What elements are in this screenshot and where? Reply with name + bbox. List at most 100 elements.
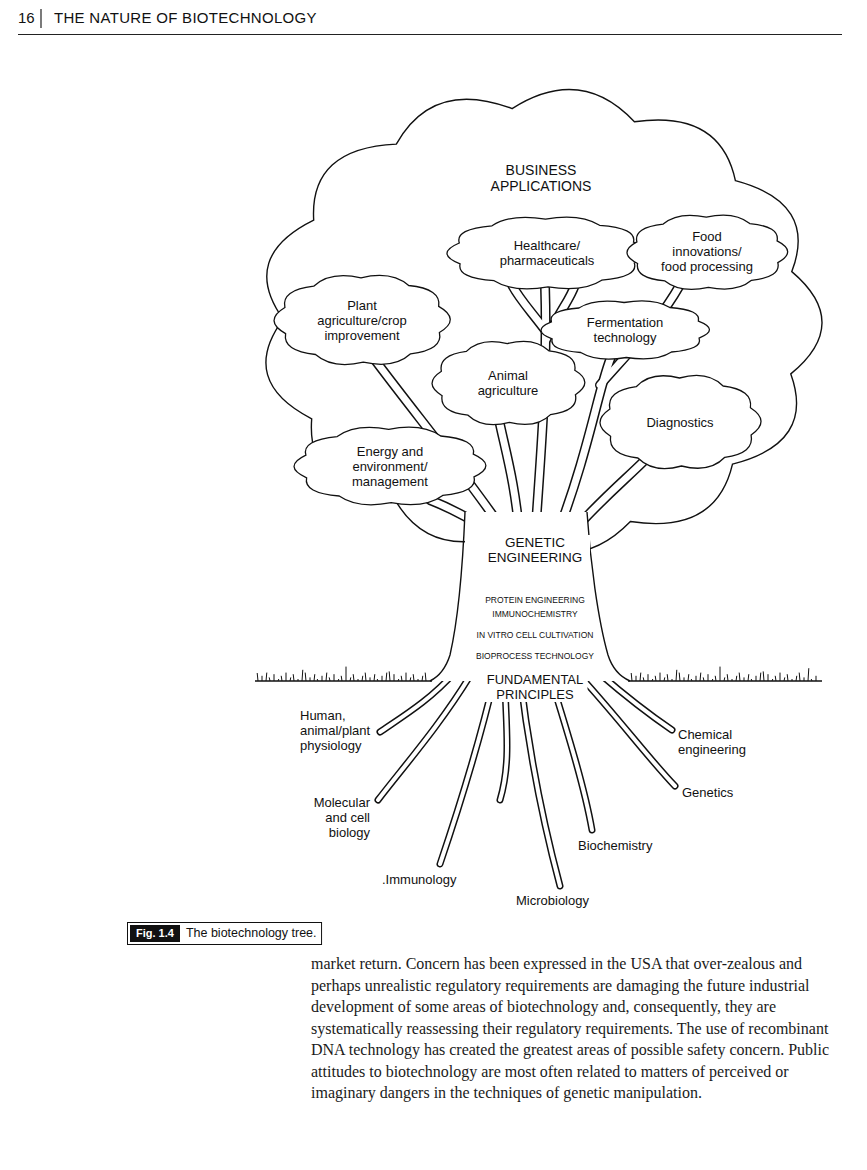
grass-blade [736,676,738,681]
trunk: GENETIC ENGINEERING PROTEIN ENGINEERING IM… [440,515,630,705]
cloud-outline [294,427,486,505]
caption-frame [128,923,322,945]
running-head: THE NATURE OF BIOTECHNOLOGY [54,9,317,26]
ground-line [628,680,822,681]
grass-blade [278,679,280,681]
cloud-text: Food innovations/ food processing [659,229,754,274]
root-label: .Immunology [382,872,456,887]
grass-blade [672,679,673,681]
grass-blade [353,674,355,681]
grass-blade [775,676,777,681]
cloud-bubble: Diagnostics [598,372,763,472]
grass-blade [266,673,268,681]
cloud-bubble: Food innovations/ food processing [625,212,790,292]
canopy-outline [266,90,822,553]
grass-blade [648,674,649,681]
trunk-text: BIOPROCESS TECHNOLOGY [476,651,594,661]
body-text: market return. Concern has been expresse… [311,953,842,1104]
grass-blade [715,676,717,681]
cloud-bubble: Plant agriculture/crop improvement [272,272,452,368]
grass-blade [422,676,424,681]
cloud-text: BUSINESS APPLICATIONS [474,162,609,194]
root-label: Genetics [682,785,733,800]
cloud-bubble: Healthcare/ pharmaceuticals [445,214,649,292]
grass-blade [314,674,316,681]
grass-blade [358,679,359,681]
grass-blade [386,673,388,681]
figure-number: Fig. 1.4 [130,925,180,942]
grass-blade [796,676,798,681]
grass-blade [804,677,805,681]
cloud-text: Energy and environment/ management [332,444,447,489]
grass-blade [394,674,395,681]
grass-blade [329,677,331,681]
grass-blade [341,676,343,681]
grass-blade [334,674,335,681]
cloud-text: Plant agriculture/crop improvement [309,298,414,343]
grass-blade [631,673,633,681]
trunk-text: PROTEIN ENGINEERING [485,595,585,605]
root-label: Human, animal/plant physiology [300,708,380,753]
grass-blade [744,677,745,681]
grass-blade [664,677,666,681]
root-label: Chemical engineering [678,727,758,757]
grass-blade [377,679,379,681]
page-number: 16 [18,9,35,26]
grass-blade [636,676,637,681]
canopy-cloud: BUSINESS APPLICATIONS Healthcare/ pharmac… [258,86,824,556]
grass-blade [691,679,693,681]
grass-blade [302,670,304,681]
grass-blade [370,677,371,681]
grass-blade [679,673,681,681]
grass-blade [298,679,299,681]
grass-blade [365,673,367,681]
cloud-text: Healthcare/ pharmaceuticals [487,238,607,268]
grass-blade [676,670,678,681]
grass-blade [350,677,352,681]
root-label: Microbiology [516,893,589,908]
grass-blade [326,673,328,681]
grass-blade [756,676,757,681]
header-rule [18,34,842,35]
trunk-text: FUNDAMENTAL PRINCIPLES [483,673,588,702]
grass-blade [780,673,781,681]
grass-blade [425,673,427,681]
grass-blade [257,673,259,681]
trunk-text: IMMUNOCHEMISTRY [492,609,577,619]
grass-blade [338,679,340,681]
grass-blade [322,676,323,681]
grass-blade [382,676,383,681]
grass-blade [772,679,774,681]
grass-blade [712,679,714,681]
cloud-text: Diagnostics [646,415,713,430]
root-fill [378,672,675,886]
trunk-fill [430,512,630,681]
grass-blade [808,668,810,681]
grass-blade [748,674,750,681]
cloud-outline [274,275,450,364]
trunk-text: GENETIC ENGINEERING [480,535,590,565]
grass-blade [751,679,753,681]
grass-blade [418,679,419,681]
grass-blade [724,677,726,681]
grass-blade [660,673,661,681]
header-divider [40,9,41,28]
trunk-text: IN VITRO CELL CULTIVATION [477,630,594,640]
grass-blade [703,677,705,681]
grass-blade [816,676,817,681]
grass-blade [643,677,645,681]
grass-blade [374,674,376,681]
grass-blade [652,679,654,681]
root-label: Molecular and cell biology [306,795,370,840]
grass-blade [768,674,769,681]
cloud-bubble: Energy and environment/ management [292,424,488,508]
grass-blade [290,677,292,681]
grass-blade [667,674,669,681]
grass-blade [389,671,391,681]
grass-blade [293,674,295,681]
figure-caption: The biotechnology tree. [186,926,317,941]
cloud-bubble: Fermentation technology [539,298,711,362]
grass-blade [739,673,741,681]
grass-blade [792,679,793,681]
grass-blade [696,676,697,681]
